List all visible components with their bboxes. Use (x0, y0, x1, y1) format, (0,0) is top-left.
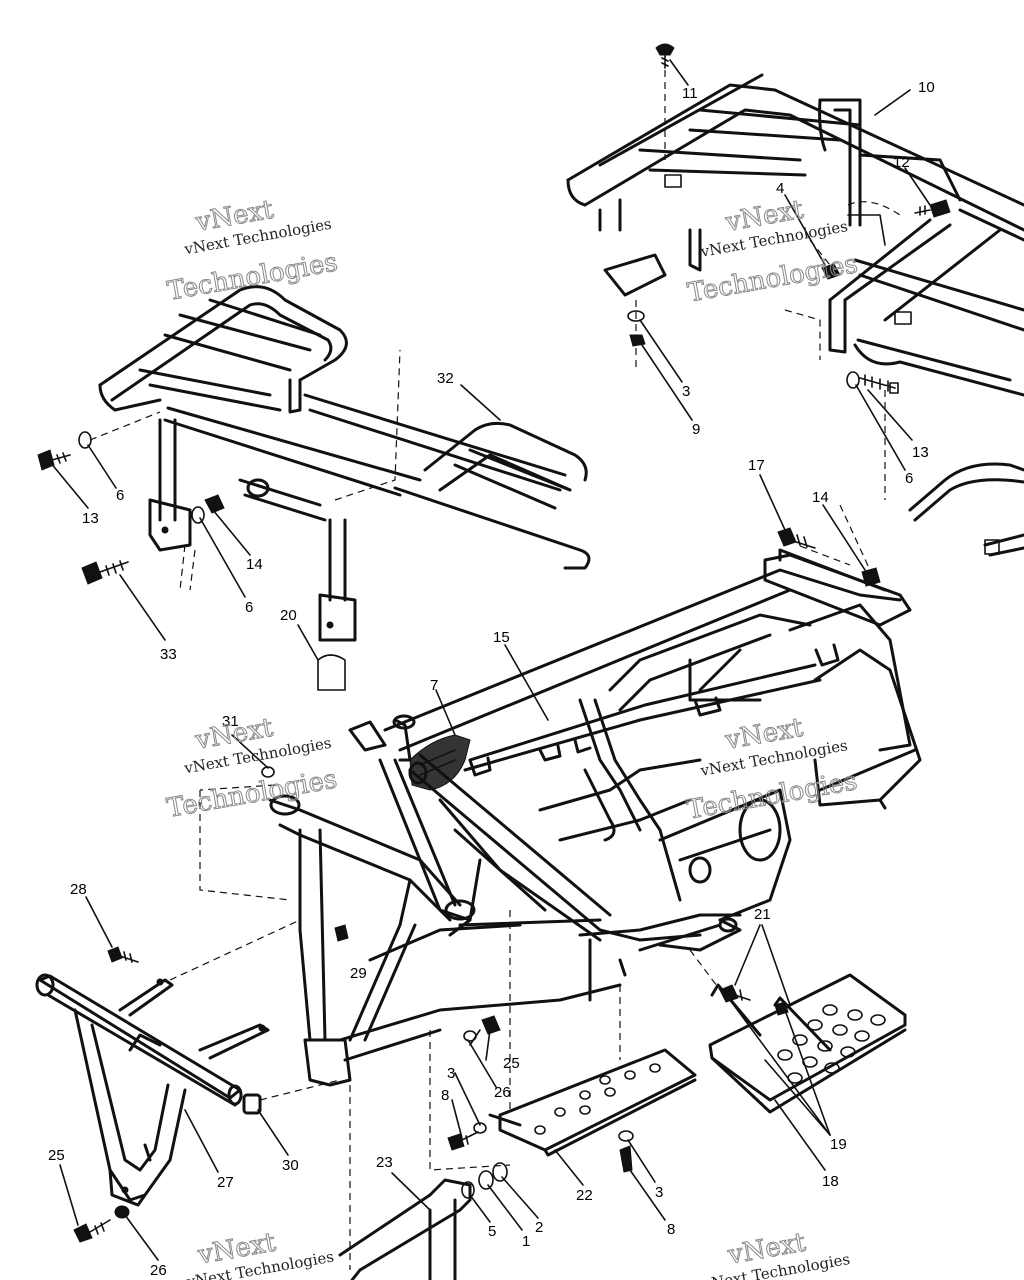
footrest-hardware (447, 1015, 634, 1199)
main-frame (268, 548, 922, 1087)
callout-7: 7 (430, 677, 438, 694)
callout-8-mid: 8 (441, 1087, 449, 1104)
callout-6-rear: 6 (905, 470, 913, 487)
callout-28: 28 (70, 881, 87, 898)
callout-13-rear: 13 (912, 444, 929, 461)
front-rack-hardware (37, 411, 225, 585)
watermark-bottom-right: vNext vNext Technologies (701, 1227, 852, 1280)
callout-18: 18 (822, 1173, 839, 1190)
callout-3-rear: 3 (682, 383, 690, 400)
callout-21: 21 (754, 906, 771, 923)
callout-6-front-a: 6 (116, 487, 124, 504)
watermark-top-right: vNext vNext Technologies Technologies (685, 194, 861, 309)
callout-25-left: 25 (48, 1147, 65, 1164)
callout-32: 32 (437, 370, 454, 387)
watermark-bottom-left: vNext vNext Technologies (184, 1227, 335, 1280)
callout-10: 10 (918, 79, 935, 96)
leader-lines (49, 59, 931, 1261)
callout-23: 23 (376, 1154, 393, 1171)
callout-14-frame: 14 (812, 489, 829, 506)
callout-15: 15 (493, 629, 510, 646)
callout-3-right: 3 (655, 1184, 663, 1201)
callout-19: 19 (830, 1136, 847, 1153)
callout-26-left: 26 (150, 1262, 167, 1279)
front-bumper (35, 919, 341, 1243)
callout-22: 22 (576, 1187, 593, 1204)
callout-29: 29 (350, 965, 367, 982)
callout-11: 11 (682, 85, 698, 102)
callout-20: 20 (280, 607, 297, 624)
cable-clip (409, 734, 471, 791)
callout-5: 5 (488, 1223, 496, 1240)
callout-8-right: 8 (667, 1221, 675, 1238)
callout-26-mid: 26 (494, 1084, 511, 1101)
callout-14-front: 14 (246, 556, 263, 573)
callout-31: 31 (222, 713, 239, 730)
callout-30: 30 (282, 1157, 299, 1174)
callout-3-mid: 3 (447, 1065, 455, 1082)
frame-hardware (199, 462, 1024, 942)
callout-1: 1 (522, 1233, 530, 1250)
footrest-right (689, 949, 907, 1114)
callout-9: 9 (692, 421, 700, 438)
callout-2: 2 (535, 1219, 543, 1236)
callout-12: 12 (893, 154, 910, 171)
callout-33: 33 (160, 646, 177, 663)
callout-6-front-b: 6 (245, 599, 253, 616)
front-rack (98, 285, 591, 691)
watermark-top-left: vNext vNext Technologies Technologies (165, 194, 341, 307)
callout-4: 4 (776, 180, 784, 197)
watermark-mid-left: vNext vNext Technologies Technologies (164, 712, 340, 824)
footrest-left (429, 910, 697, 1171)
callout-25-mid: 25 (503, 1055, 520, 1072)
callout-17: 17 (748, 457, 765, 474)
callout-13-front: 13 (82, 510, 99, 527)
rear-bumper (338, 1085, 472, 1280)
callout-labels: 11 10 12 4 3 9 13 6 32 13 6 14 6 33 20 1… (48, 79, 935, 1279)
rear-rack-hardware (627, 43, 951, 500)
watermark-mid-right: vNext vNext Technologies Technologies (684, 712, 860, 826)
callout-27: 27 (217, 1174, 234, 1191)
